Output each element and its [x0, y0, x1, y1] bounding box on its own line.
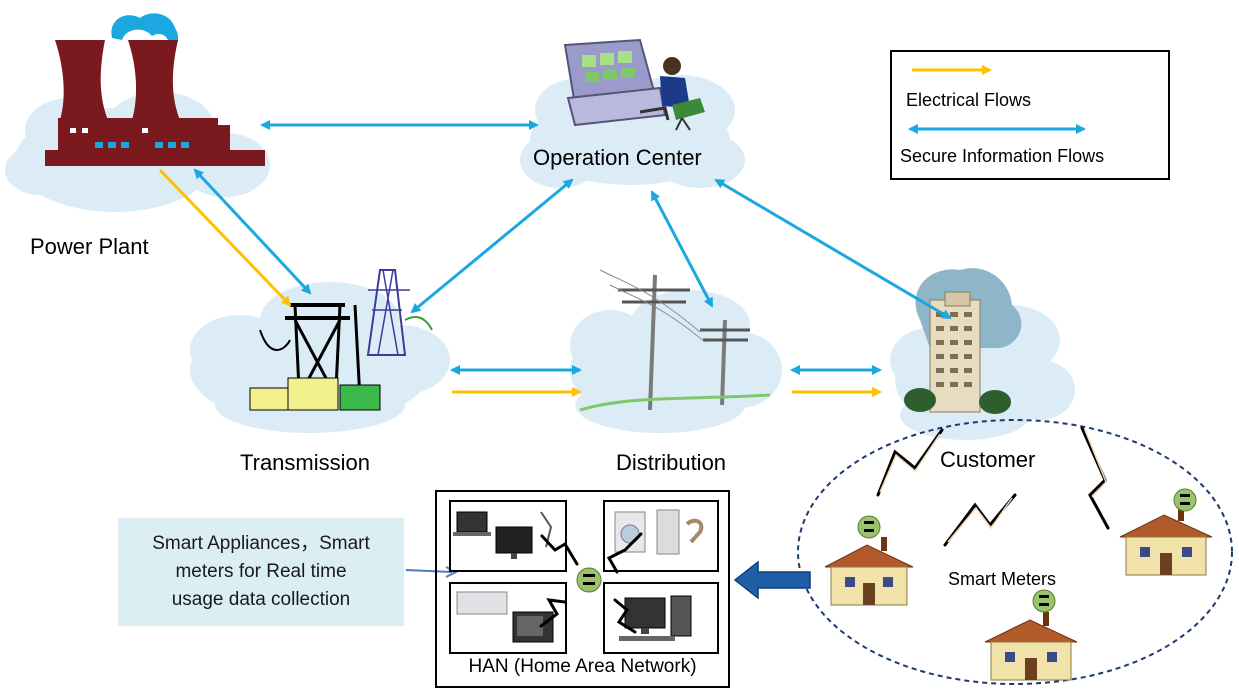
apartment-building-icon: [904, 268, 1022, 414]
power-plant-label: Power Plant: [30, 234, 149, 259]
smart-meter-icon: [1173, 488, 1197, 512]
smart-meters-label: Smart Meters: [948, 569, 1056, 589]
han-panel: HAN (Home Area Network): [435, 490, 730, 688]
power-plant-icon: [45, 13, 265, 166]
han-appliance-washer-fridge: [603, 500, 719, 572]
han-data-arrow: [733, 560, 811, 600]
information-flow-arrows: [193, 120, 952, 375]
han-appliance-ac-microwave: [449, 582, 567, 654]
electrical-flow-arrows: [158, 168, 882, 397]
han-wireless-links: [539, 532, 643, 634]
house-icon: [824, 537, 914, 606]
customer-area-boundary: [797, 419, 1233, 685]
operator-console-icon: [563, 38, 705, 131]
han-smart-meter-icon: [576, 567, 602, 593]
legend-swatches: [908, 65, 1086, 134]
smart-appliances-callout: Smart Appliances，Smart meters for Real t…: [118, 518, 404, 626]
customer-label: Customer: [940, 447, 1035, 472]
callout-line-2: meters for Real time: [175, 561, 347, 582]
desktop-computer-icon: [619, 595, 692, 641]
smart-meter-icon: [857, 515, 881, 539]
distribution-label: Distribution: [616, 450, 726, 475]
air-conditioner-icon: [456, 591, 554, 643]
smart-meter-icon: [1032, 589, 1056, 613]
legend-information-label: Secure Information Flows: [900, 146, 1105, 166]
transmission-tower-icon: [249, 269, 433, 411]
han-label: HAN (Home Area Network): [468, 656, 697, 677]
house-icon: [1119, 507, 1213, 576]
transmission-label: Transmission: [240, 450, 370, 475]
house-icon: [984, 612, 1078, 681]
cloud-distribution: [570, 290, 782, 433]
wireless-signal-icon: [876, 426, 1110, 547]
callout-line-1: Smart Appliances，Smart: [152, 533, 370, 554]
legend: Electrical Flows Secure Information Flow…: [890, 50, 1170, 180]
legend-electrical-label: Electrical Flows: [906, 90, 1032, 110]
callout-line-3: usage data collection: [171, 589, 351, 610]
operation-center-label: Operation Center: [533, 145, 702, 170]
